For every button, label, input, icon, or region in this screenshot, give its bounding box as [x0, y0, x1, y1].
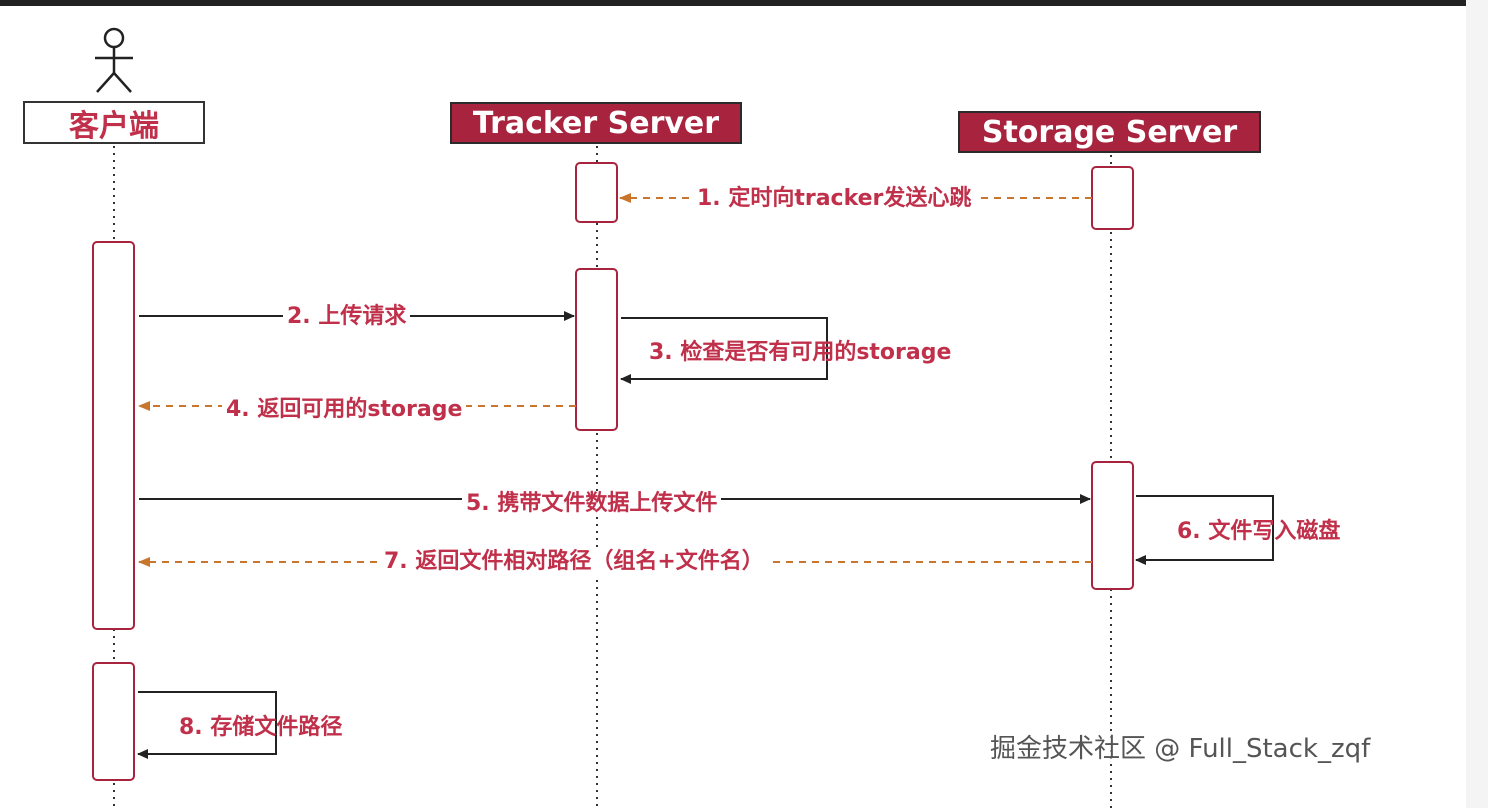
top-border: [0, 0, 1488, 6]
arrow-write-disk: [1135, 495, 1274, 565]
message-label-1: 1. 定时向tracker发送心跳: [693, 186, 976, 212]
client-activation-store: [92, 662, 135, 781]
actor-icon: [95, 27, 133, 93]
watermark: 掘金技术社区 @ Full_Stack_zqf: [990, 734, 1371, 764]
participant-client: 客户端: [23, 101, 205, 144]
message-label-4: 4. 返回可用的storage: [222, 397, 467, 423]
tracker-activation-heartbeat: [575, 162, 618, 223]
participant-tracker-server: Tracker Server: [450, 102, 742, 144]
client-activation-upload: [92, 241, 135, 630]
storage-activation-write: [1091, 461, 1134, 590]
message-label-8: 8. 存储文件路径: [179, 715, 343, 740]
storage-activation-heartbeat: [1091, 166, 1134, 230]
message-label-3: 3. 检查是否有可用的storage: [649, 340, 952, 365]
right-margin: [1466, 0, 1488, 808]
message-label-7: 7. 返回文件相对路径（组名+文件名）: [380, 549, 768, 575]
tracker-activation-request: [575, 268, 618, 431]
message-label-6: 6. 文件写入磁盘: [1177, 519, 1341, 544]
message-label-2: 2. 上传请求: [283, 304, 411, 330]
participant-storage-server: Storage Server: [958, 111, 1261, 153]
arrow-check-storage: [620, 317, 828, 384]
message-label-5: 5. 携带文件数据上传文件: [462, 491, 722, 517]
arrow-store-path: [137, 691, 277, 759]
